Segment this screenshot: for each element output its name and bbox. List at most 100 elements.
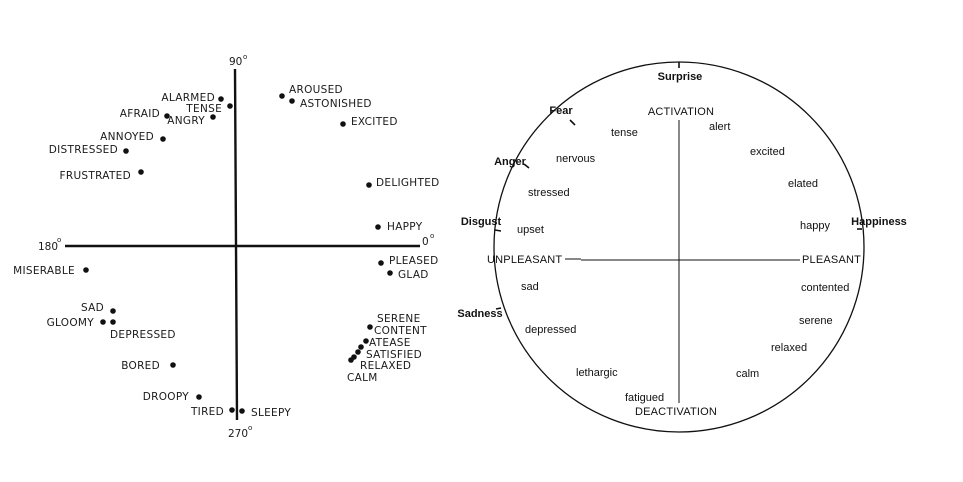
angle-180-label: 180: [38, 241, 58, 253]
affect-word-fatigued: fatigued: [625, 392, 664, 404]
point-frustrated: [138, 169, 144, 175]
point-miserable: [83, 267, 89, 273]
label-calm: CALM: [347, 372, 378, 384]
emotion-anger: Anger: [494, 156, 527, 168]
angle-270-degree: o: [248, 424, 252, 432]
label-gloomy: GLOOMY: [47, 317, 95, 329]
emotion-surprise: Surprise: [658, 71, 703, 83]
label-annoyed: ANNOYED: [100, 131, 154, 143]
label-afraid: AFRAID: [120, 108, 160, 120]
affect-word-nervous: nervous: [556, 153, 596, 165]
vertical-axis: [233, 68, 239, 421]
point-happy: [375, 224, 381, 230]
label-satisfied: SATISFIED: [366, 349, 422, 361]
affect-word-contented: contented: [801, 282, 849, 294]
label-content: CONTENT: [374, 325, 427, 337]
label-distressed: DISTRESSED: [49, 144, 118, 156]
label-tired: TIRED: [190, 406, 224, 418]
label-relaxed: RELAXED: [360, 360, 411, 372]
right-circumplex: ACTIVATION DEACTIVATION UNPLEASANT PLEAS…: [457, 61, 907, 433]
tick-fear: [569, 119, 576, 126]
angle-270-label: 270: [228, 428, 248, 440]
affect-word-lethargic: lethargic: [576, 367, 618, 379]
label-depressed: DEPRESSED: [110, 329, 176, 341]
deactivation-label: DEACTIVATION: [635, 406, 717, 418]
angle-0-degree: o: [430, 232, 434, 240]
label-miserable: MISERABLE: [13, 265, 75, 277]
emotion-disgust: Disgust: [461, 216, 502, 228]
label-serene: SERENE: [377, 313, 421, 325]
left-circumplex: 90 o 270 o 180 o 0 o AROUSED ASTONISHED EX…: [13, 53, 439, 440]
activation-label: ACTIVATION: [648, 106, 714, 118]
label-glad: GLAD: [398, 269, 429, 281]
label-happy: HAPPY: [387, 221, 423, 233]
point-serene: [367, 324, 373, 330]
point-tense: [227, 103, 233, 109]
label-astonished: ASTONISHED: [300, 98, 372, 110]
label-droopy: DROOPY: [143, 391, 190, 403]
label-angry: ANGRY: [167, 115, 205, 127]
point-angry: [210, 114, 216, 120]
angle-90-degree: o: [243, 53, 247, 61]
point-atease: [358, 344, 364, 350]
point-afraid: [164, 113, 170, 119]
point-distressed: [123, 148, 129, 154]
affect-word-alert: alert: [709, 121, 730, 133]
affect-word-elated: elated: [788, 178, 818, 190]
point-alarmed: [218, 96, 224, 102]
tick-anger: [523, 163, 530, 169]
affect-word-serene: serene: [799, 315, 833, 327]
label-alarmed: ALARMED: [161, 92, 215, 104]
point-calm: [348, 357, 354, 363]
pleasant-label: PLEASANT: [802, 254, 861, 266]
point-depressed: [110, 319, 116, 325]
point-content: [363, 338, 369, 344]
tick-sadness: [495, 307, 502, 310]
point-glad: [387, 270, 393, 276]
label-frustrated: FRUSTRATED: [60, 170, 131, 182]
point-aroused: [279, 93, 285, 99]
affect-word-tense: tense: [611, 127, 638, 139]
unpleasant-label: UNPLEASANT: [487, 254, 562, 266]
affect-word-upset: upset: [517, 224, 544, 236]
point-astonished: [289, 98, 295, 104]
label-aroused: AROUSED: [289, 84, 343, 96]
emotion-sadness: Sadness: [457, 308, 502, 320]
emotion-happiness: Happiness: [851, 216, 907, 228]
point-pleased: [378, 260, 384, 266]
angle-90-label: 90: [229, 56, 242, 68]
point-sad: [110, 308, 116, 314]
affect-word-labels: tense alert nervous excited stressed elated up…: [517, 121, 849, 404]
point-bored: [170, 362, 176, 368]
affect-word-happy: happy: [800, 220, 830, 232]
angle-180-degree: o: [57, 236, 61, 244]
point-satisfied: [355, 349, 361, 355]
label-excited: EXCITED: [351, 116, 398, 128]
affect-word-relaxed: relaxed: [771, 342, 807, 354]
point-droopy: [196, 394, 202, 400]
label-atease: ATEASE: [369, 337, 411, 349]
point-delighted: [366, 182, 372, 188]
point-excited: [340, 121, 346, 127]
label-bored: BORED: [121, 360, 160, 372]
affect-word-sad: sad: [521, 281, 539, 293]
point-annoyed: [160, 136, 166, 142]
label-delighted: DELIGHTED: [376, 177, 440, 189]
angle-0-label: 0: [422, 236, 429, 248]
label-pleased: PLEASED: [389, 255, 438, 267]
point-gloomy: [100, 319, 106, 325]
affect-word-stressed: stressed: [528, 187, 570, 199]
affect-word-excited: excited: [750, 146, 785, 158]
label-tense: TENSE: [185, 103, 222, 115]
affect-word-calm: calm: [736, 368, 759, 380]
tick-disgust: [494, 229, 502, 232]
point-sleepy: [239, 408, 245, 414]
emotion-fear: Fear: [549, 105, 573, 117]
label-sleepy: SLEEPY: [251, 407, 291, 419]
label-sad: SAD: [81, 302, 104, 314]
point-tired: [229, 407, 235, 413]
affect-word-depressed: depressed: [525, 324, 576, 336]
